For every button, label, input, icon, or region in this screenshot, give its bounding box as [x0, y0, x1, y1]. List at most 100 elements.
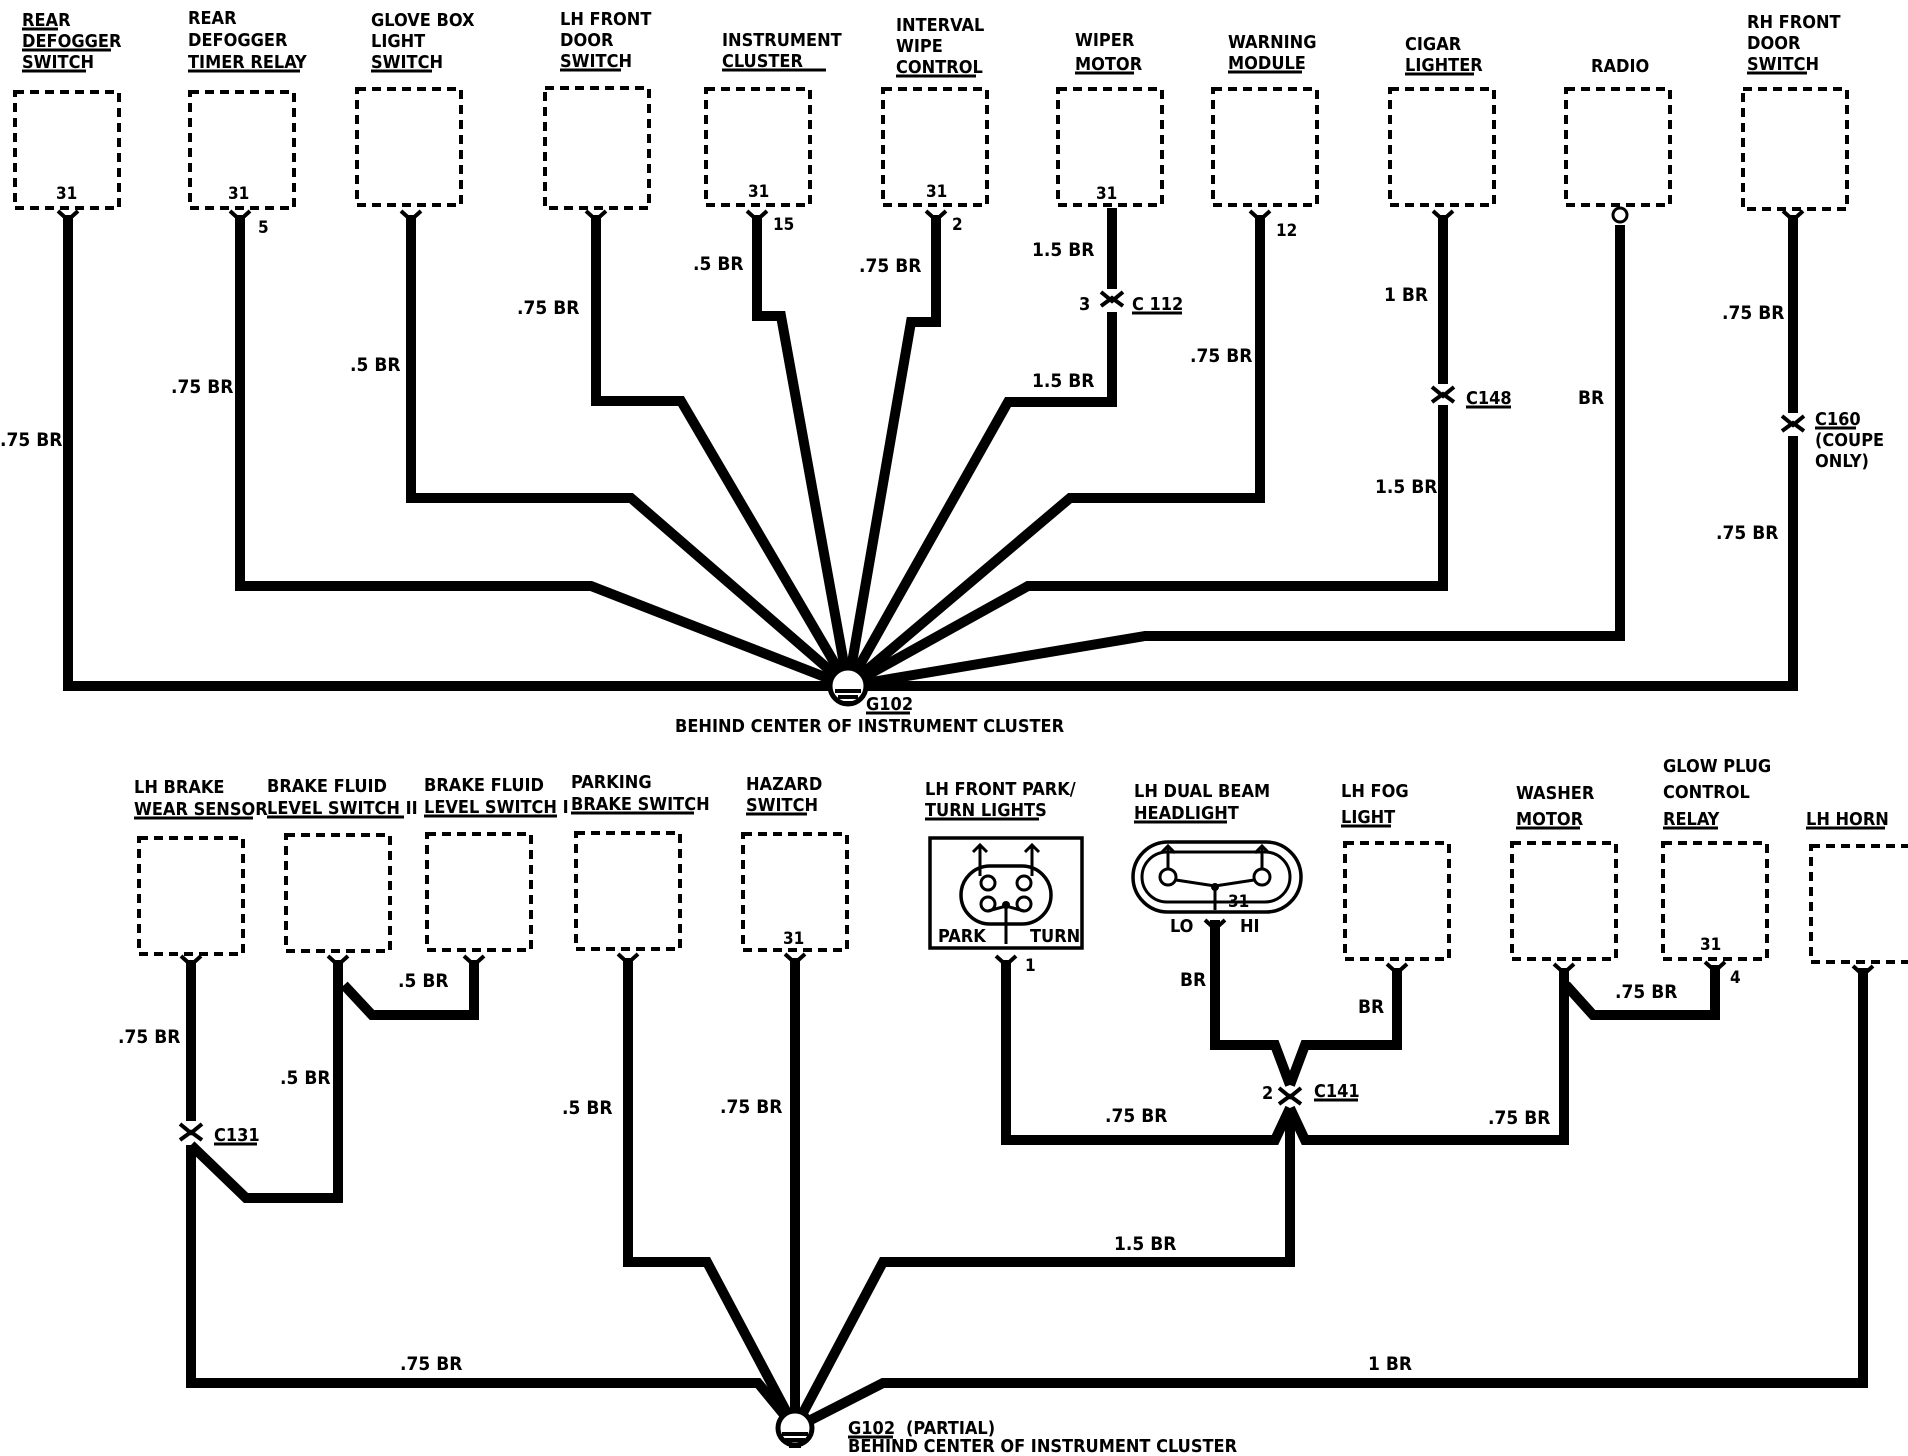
wl-wiper-motor-lower: 1.5 BR [1032, 370, 1094, 392]
terminal-instrument-cluster: 15 [773, 215, 794, 235]
label-rear-defogger-switch-1: REAR [22, 10, 71, 31]
wire-warning-module [844, 215, 1265, 690]
lh-front-door-switch-box [543, 86, 651, 210]
junction-dot [1002, 901, 1010, 909]
headlight-bulb: LO HI 31 [1131, 840, 1303, 937]
label-washer-1: WASHER [1516, 783, 1595, 804]
wl-radio: BR [1578, 387, 1604, 409]
park-arrow [971, 842, 989, 876]
pin-interval-wipe: 31 [926, 182, 947, 202]
cigar-lighter-box [1388, 87, 1496, 207]
instrument-cluster-box [704, 87, 812, 207]
g102-bottom-note: (PARTIAL) [906, 1418, 995, 1439]
wire-rear-defogger-switch [63, 215, 848, 691]
terminal-arrow [228, 209, 252, 223]
c160-label: C160 [1815, 409, 1861, 430]
label-park-turn-1: LH FRONT PARK/ [925, 779, 1076, 800]
terminal-arrow [1248, 209, 1272, 223]
turn-label: TURN [1030, 926, 1080, 947]
top-pins: 31 31 31 31 31 [56, 182, 1117, 204]
wire-washer [1285, 968, 1569, 1145]
label-fog-1: LH FOG [1341, 781, 1409, 802]
radio-box [1564, 87, 1672, 207]
bottom-pins: 31 31 1 4 [783, 929, 1741, 988]
label-interval-wipe-3: CONTROL [896, 57, 983, 78]
c160-note-2: ONLY) [1815, 451, 1869, 472]
lo-arrow [1159, 843, 1177, 869]
label-rear-defogger-timer-relay-1: REAR [188, 8, 237, 29]
radio-terminal-circle [1611, 206, 1629, 224]
label-instrument-cluster-1: INSTRUMENT [722, 30, 842, 51]
wire-wiper-motor-lower [843, 312, 1117, 689]
lo-label: LO [1170, 916, 1193, 937]
wl-hazard: .75 BR [720, 1096, 782, 1118]
label-cigar-lighter-2: LIGHTER [1405, 55, 1483, 76]
bottom-component-labels: LH BRAKE WEAR SENSOR BRAKE FLUID LEVEL S… [134, 756, 1889, 830]
pin-instrument-cluster: 31 [748, 182, 769, 202]
wl-interval-wipe: .75 BR [859, 255, 921, 277]
label-rear-defogger-switch-3: SWITCH [22, 52, 94, 73]
wire-instrument-cluster [752, 215, 853, 687]
wl-cigar-lighter-upper: 1 BR [1384, 284, 1428, 306]
wl-brake-fluid-i: .5 BR [398, 970, 449, 992]
label-brake-fluid-ii-1: BRAKE FLUID [267, 776, 387, 797]
wire-lh-front-door [591, 215, 853, 689]
terminal-arrow [179, 954, 203, 968]
turn-arrow [1023, 842, 1041, 876]
lh-horn-box [1809, 844, 1908, 964]
c148-label: C148 [1466, 388, 1512, 409]
lh-fog-light-box [1343, 841, 1451, 961]
filament [1015, 874, 1033, 892]
label-lh-front-door-2: DOOR [560, 30, 614, 51]
g102-bottom-location: BEHIND CENTER OF INSTRUMENT CLUSTER [848, 1436, 1238, 1456]
c160-connector [1780, 414, 1806, 433]
hi-arrow [1253, 843, 1271, 869]
wire-rear-defogger-timer [235, 215, 850, 691]
terminal-arrow [1851, 964, 1875, 978]
brake-fluid-level-switch-ii-box [284, 833, 392, 953]
wl-park-turn: .75 BR [1105, 1105, 1167, 1127]
label-fog-2: LIGHT [1341, 807, 1395, 828]
wl-glow-plug: .75 BR [1615, 981, 1677, 1003]
top-ground: G102 BEHIND CENTER OF INSTRUMENT CLUSTER [675, 665, 1065, 737]
washer-motor-box [1510, 841, 1618, 961]
c131-connector [178, 1122, 204, 1142]
terminal-interval-wipe: 2 [952, 215, 963, 235]
wiper-motor-box [1056, 87, 1164, 207]
pin-rear-defogger-timer: 31 [228, 184, 249, 204]
wl-instrument-cluster: .5 BR [693, 253, 744, 275]
wire-brake-fluid-i [340, 960, 479, 1020]
bottom-wire-labels: .75 BR .5 BR .5 BR .5 BR .75 BR BR BR .7… [118, 969, 1677, 1375]
label-glow-plug-2: CONTROL [1663, 782, 1750, 803]
wire-rh-front-door-lower [848, 436, 1798, 691]
wl-warning-module: .75 BR [1190, 345, 1252, 367]
wl-cigar-lighter-lower: 1.5 BR [1375, 476, 1437, 498]
terminal-rear-defogger-timer: 5 [258, 218, 269, 238]
terminal-arrow [994, 954, 1018, 968]
filament [979, 874, 997, 892]
label-parking-brake-2: BRAKE SWITCH [571, 794, 710, 815]
wl-lh-brake: .75 BR [118, 1026, 180, 1048]
interval-wipe-control-box [881, 87, 989, 207]
wl-rh-front-door-lower: .75 BR [1716, 522, 1778, 544]
parking-brake-switch-box [574, 831, 682, 951]
label-lh-horn: LH HORN [1806, 809, 1889, 830]
label-hazard-2: SWITCH [746, 795, 818, 816]
label-wiper-motor-2: MOTOR [1075, 54, 1143, 75]
label-glove-box-2: LIGHT [371, 31, 425, 52]
label-lh-brake-2: WEAR SENSOR [134, 799, 268, 820]
wire-glow-plug [1562, 965, 1720, 1020]
wire-cigar-lighter-lower [845, 405, 1448, 691]
c141-connector [1277, 1086, 1303, 1106]
label-instrument-cluster-2: CLUSTER [722, 51, 803, 72]
terminal-arrow [326, 954, 350, 968]
top-component-labels: REAR DEFOGGER SWITCH REAR DEFOGGER TIMER… [22, 8, 1841, 78]
wire-horn [792, 968, 1868, 1433]
terminal-arrow [1203, 918, 1227, 932]
wire-parking-brake [623, 958, 800, 1431]
top-wire-labels: .75 BR .75 BR .5 BR .75 BR .5 BR .75 BR … [0, 239, 1784, 544]
terminal-arrow [616, 952, 640, 966]
wl-horn: 1 BR [1368, 1353, 1412, 1375]
wl-rh-front-door-upper: .75 BR [1722, 302, 1784, 324]
c112-connector [1099, 290, 1125, 308]
